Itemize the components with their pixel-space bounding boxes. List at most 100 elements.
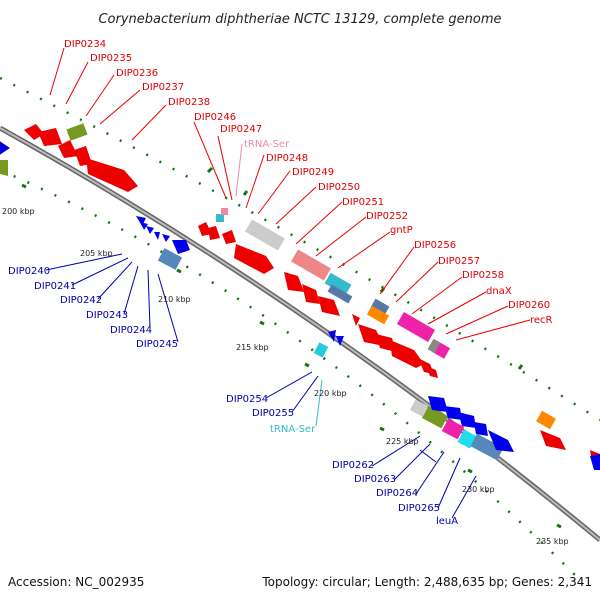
gene-block[interactable] bbox=[457, 429, 477, 449]
genome-summary-text: Topology: circular; Length: 2,488,635 bp… bbox=[261, 575, 592, 589]
gene-label[interactable]: DIP0236 bbox=[116, 68, 158, 79]
gene-block[interactable] bbox=[370, 298, 390, 316]
gene-block[interactable] bbox=[396, 311, 436, 343]
tick-label: 205 kbp bbox=[80, 249, 113, 258]
tick-label: 215 kbp bbox=[236, 343, 269, 352]
gene-block[interactable] bbox=[157, 248, 183, 270]
gene-arrow[interactable] bbox=[208, 226, 220, 240]
gene-label[interactable]: DIP0241 bbox=[34, 281, 76, 292]
gene-label[interactable]: DIP0250 bbox=[318, 182, 360, 193]
scale-tick-labels: 200 kbp 205 kbp 210 kbp 215 kbp 220 kbp … bbox=[2, 207, 569, 546]
gene-block[interactable] bbox=[245, 219, 285, 251]
gene-arrow[interactable] bbox=[318, 296, 340, 316]
gene-arrow[interactable] bbox=[86, 158, 138, 192]
gene-arrow[interactable] bbox=[140, 222, 148, 230]
gene-arrow[interactable] bbox=[426, 366, 438, 378]
gene-label[interactable]: DIP0255 bbox=[252, 408, 294, 419]
gene-label[interactable]: recR bbox=[530, 315, 553, 326]
gene-label[interactable]: DIP0262 bbox=[332, 460, 374, 471]
gene-label[interactable]: gntP bbox=[390, 225, 413, 236]
gene-label[interactable]: tRNA-Ser bbox=[270, 424, 316, 435]
gene-label[interactable]: dnaX bbox=[486, 286, 512, 297]
trna-block[interactable] bbox=[221, 208, 228, 215]
gene-label[interactable]: DIP0245 bbox=[136, 339, 178, 350]
gene-arrow[interactable] bbox=[328, 330, 336, 342]
accession-text: Accession: NC_002935 bbox=[8, 575, 144, 589]
gene-block[interactable] bbox=[441, 418, 465, 440]
gene-label[interactable]: DIP0257 bbox=[438, 256, 480, 267]
gene-arrow[interactable] bbox=[172, 240, 190, 254]
gene-label[interactable]: DIP0247 bbox=[220, 124, 262, 135]
gene-arrow[interactable] bbox=[154, 232, 160, 240]
trna-block[interactable] bbox=[216, 214, 224, 222]
gene-arrow[interactable] bbox=[146, 226, 154, 234]
gene-arrow[interactable] bbox=[302, 284, 320, 304]
gene-arrow[interactable] bbox=[474, 422, 488, 436]
gene-arrow[interactable] bbox=[458, 412, 476, 428]
gene-block[interactable] bbox=[422, 405, 448, 429]
gene-arrow[interactable] bbox=[58, 140, 78, 158]
gene-arrow[interactable] bbox=[488, 430, 514, 452]
inner-tick-track bbox=[0, 168, 581, 581]
gene-arrow[interactable] bbox=[444, 406, 462, 420]
gene-label[interactable]: DIP0243 bbox=[86, 310, 128, 321]
gene-label[interactable]: DIP0258 bbox=[462, 270, 504, 281]
gene-label[interactable]: DIP0248 bbox=[266, 153, 308, 164]
gene-label[interactable]: DIP0240 bbox=[8, 266, 50, 277]
gene-arrow[interactable] bbox=[162, 234, 170, 242]
gene-label[interactable]: DIP0238 bbox=[168, 97, 210, 108]
map-title: Corynebacterium diphtheriae NCTC 13129, … bbox=[98, 12, 501, 27]
gene-arrow[interactable] bbox=[24, 124, 44, 140]
gene-label[interactable]: DIP0246 bbox=[194, 112, 236, 123]
gene-label[interactable]: DIP0264 bbox=[376, 488, 418, 499]
gene-arrow[interactable] bbox=[0, 140, 10, 156]
gene-label[interactable]: DIP0251 bbox=[342, 197, 384, 208]
gene-arrow[interactable] bbox=[222, 230, 236, 244]
gene-label[interactable]: DIP0249 bbox=[292, 167, 334, 178]
gene-block[interactable] bbox=[66, 123, 88, 141]
gene-block[interactable] bbox=[410, 399, 428, 417]
gene-label[interactable]: DIP0265 bbox=[398, 503, 440, 514]
gene-label[interactable]: DIP0260 bbox=[508, 300, 550, 311]
gene-arrow[interactable] bbox=[234, 244, 274, 274]
gene-arrow[interactable] bbox=[428, 396, 448, 412]
gene-block[interactable] bbox=[327, 284, 353, 304]
gene-arrow[interactable] bbox=[358, 324, 384, 346]
gene-label[interactable]: DIP0263 bbox=[354, 474, 396, 485]
gene-block[interactable] bbox=[536, 410, 556, 430]
gene-arrow[interactable] bbox=[38, 128, 62, 146]
gene-arrow[interactable] bbox=[336, 336, 344, 346]
gene-label[interactable]: DIP0235 bbox=[90, 53, 132, 64]
reverse-leader-lines bbox=[45, 253, 477, 519]
gene-block[interactable] bbox=[324, 272, 352, 296]
gene-block[interactable] bbox=[0, 162, 8, 176]
gene-label[interactable]: DIP0234 bbox=[64, 39, 106, 50]
tick-label: 210 kbp bbox=[158, 295, 191, 304]
gene-arrow[interactable] bbox=[284, 272, 304, 292]
gene-arrow[interactable] bbox=[590, 454, 600, 470]
gene-arrow[interactable] bbox=[136, 216, 146, 226]
gene-arrow[interactable] bbox=[352, 314, 360, 326]
gene-block[interactable] bbox=[291, 249, 331, 281]
gene-label[interactable]: DIP0237 bbox=[142, 82, 184, 93]
gene-label[interactable]: DIP0254 bbox=[226, 394, 268, 405]
gene-label[interactable]: leuA bbox=[436, 516, 458, 527]
gene-label[interactable]: DIP0256 bbox=[414, 240, 456, 251]
tick-label: 225 kbp bbox=[386, 437, 419, 446]
gene-block[interactable] bbox=[366, 305, 390, 325]
gene-arrow[interactable] bbox=[390, 340, 424, 368]
gene-label[interactable]: tRNA-Ser bbox=[244, 139, 290, 150]
gene-arrow[interactable] bbox=[540, 430, 566, 450]
genome-backbone-highlight bbox=[0, 127, 600, 541]
gene-label[interactable]: DIP0244 bbox=[110, 325, 152, 336]
gene-label[interactable]: DIP0252 bbox=[366, 211, 408, 222]
gene-block[interactable] bbox=[470, 433, 504, 461]
reverse-gene-track bbox=[0, 162, 600, 470]
tick-label: 200 kbp bbox=[2, 207, 35, 216]
genome-backbone bbox=[0, 125, 600, 542]
gene-label[interactable]: DIP0242 bbox=[60, 295, 102, 306]
trna-block[interactable] bbox=[313, 342, 329, 358]
tick-label: 220 kbp bbox=[314, 389, 347, 398]
gene-arrow[interactable] bbox=[198, 222, 212, 236]
gene-block[interactable] bbox=[427, 338, 441, 354]
